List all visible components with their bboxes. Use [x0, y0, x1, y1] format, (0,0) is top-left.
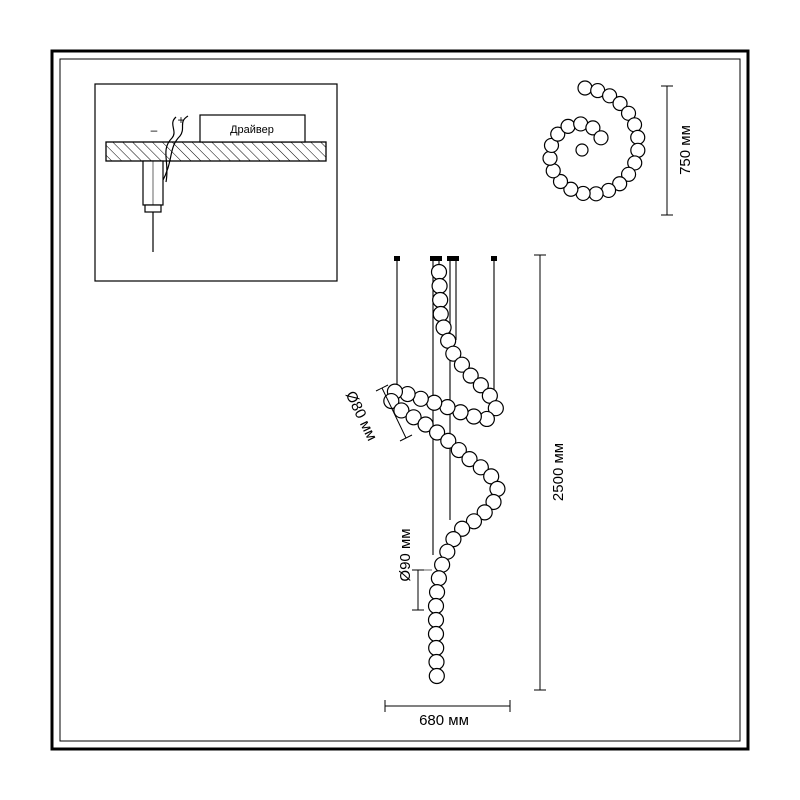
mounting-detail-frame: [94, 83, 338, 282]
bead: [440, 432, 457, 449]
bead: [542, 150, 558, 166]
bead: [432, 305, 449, 323]
bead: [428, 667, 445, 685]
height-dimension: 2500 мм: [534, 254, 567, 691]
bead: [545, 163, 561, 179]
bead: [427, 611, 445, 629]
bead: [445, 345, 462, 362]
bead: [465, 513, 483, 530]
bead: [626, 117, 643, 133]
bead: [563, 181, 579, 197]
bead: [426, 394, 443, 411]
bead: [454, 520, 471, 537]
bead: [431, 277, 448, 295]
bead: [588, 186, 604, 202]
ceiling-mounts: [394, 256, 497, 261]
bead: [417, 416, 434, 433]
bead: [620, 166, 637, 182]
top-view-dimension: 750 мм: [661, 85, 694, 216]
top-view-diameter-label: 750 мм: [677, 125, 694, 175]
bead: [630, 129, 646, 145]
bead: [552, 173, 569, 190]
bead: [405, 409, 422, 426]
bead: [428, 639, 445, 657]
bead: [478, 410, 495, 428]
width-dimension: 680 мм: [384, 700, 511, 729]
bead: [427, 597, 445, 615]
bead: [487, 400, 504, 417]
driver-label: Драйвер: [230, 124, 274, 136]
bead: [560, 118, 576, 134]
bead: [612, 95, 628, 112]
bead: [393, 402, 410, 419]
bead: [485, 493, 502, 511]
wire-minus: [165, 116, 177, 183]
bead-chain: [383, 263, 506, 685]
ceiling-slab: [105, 141, 327, 162]
bead: [585, 120, 601, 136]
small-bead-diameter-label: Ø80 мм: [342, 388, 381, 443]
front-view: [383, 256, 506, 685]
mounting-detail: Драйвер – +: [94, 83, 338, 282]
bead: [601, 88, 618, 104]
plus-sign: +: [177, 113, 184, 127]
bead: [472, 377, 489, 394]
inner-frame: [59, 58, 741, 742]
bead: [428, 424, 446, 441]
bead: [462, 367, 479, 384]
canopy-cap: [144, 204, 162, 213]
large-bead-dimension: Ø90 мм: [397, 528, 432, 611]
top-view: [542, 80, 646, 202]
bead: [630, 142, 646, 158]
bead: [476, 504, 493, 521]
bead: [450, 441, 467, 459]
width-label: 680 мм: [419, 712, 469, 729]
driver-box: [199, 114, 306, 143]
bead: [432, 291, 449, 309]
bead: [428, 653, 445, 671]
bead: [434, 556, 451, 573]
bead: [550, 126, 566, 142]
bead: [427, 625, 445, 643]
bead: [593, 130, 609, 146]
bead: [600, 182, 617, 199]
bead: [472, 459, 489, 476]
minus-sign: –: [151, 123, 158, 137]
total-height-label: 2500 мм: [550, 443, 567, 501]
bead: [453, 356, 471, 373]
bead: [461, 451, 478, 468]
outer-frame: [50, 49, 750, 751]
bead: [577, 80, 593, 96]
bead: [428, 583, 446, 601]
bead: [575, 143, 589, 157]
bead: [612, 176, 628, 192]
large-bead-diameter-label: Ø90 мм: [397, 528, 414, 581]
bead: [430, 263, 448, 281]
wire-plus: [161, 115, 189, 183]
bead: [465, 408, 482, 425]
bead: [430, 570, 448, 587]
